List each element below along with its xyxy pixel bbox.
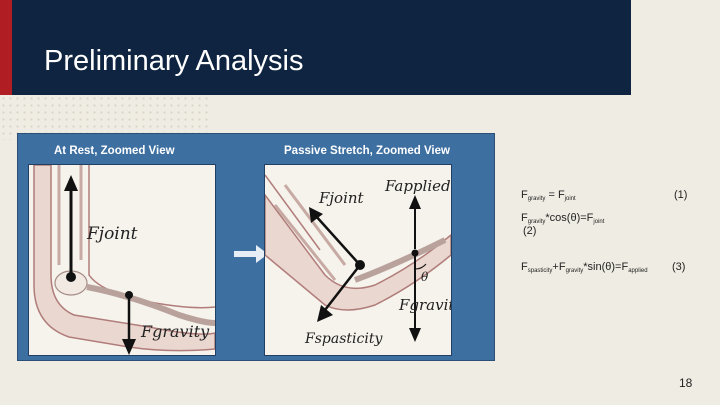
- theta-label: θ: [421, 270, 429, 284]
- equation-2-number: (2): [523, 225, 537, 237]
- foot-outline: [33, 165, 215, 352]
- title-bar: [12, 0, 631, 95]
- joint-force-arrow-right: [314, 214, 361, 266]
- joint-point: [66, 272, 76, 282]
- metatarsal-bones: [86, 284, 215, 326]
- page-number: 18: [679, 376, 693, 390]
- stretched-shin-contour: [265, 174, 321, 251]
- equation-1-number: (1): [674, 189, 688, 201]
- gravity-force-arrowhead: [122, 339, 136, 355]
- equation-3: Fspasticity+Fgravity*sin(θ)=Fapplied: [521, 261, 648, 274]
- stretched-tibia-bone: [273, 184, 347, 281]
- right-panel-title: Passive Stretch, Zoomed View: [284, 145, 450, 157]
- theta-angle-arc: [414, 263, 427, 270]
- center-of-mass-point-right: [411, 249, 419, 257]
- decorative-dot-pattern: [0, 95, 210, 140]
- applied-force-arrowhead: [409, 195, 421, 209]
- tibia-bone: [57, 165, 83, 265]
- figure: At Rest, Zoomed View Passive Stretch, Zo…: [17, 133, 495, 361]
- center-of-mass-point: [125, 291, 133, 299]
- equation-1: Fgravity = Fjoint: [521, 189, 576, 202]
- gravity-force-arrowhead-right: [409, 328, 421, 342]
- f-joint-label-left: Fjoint: [86, 224, 138, 244]
- f-gravity-label-right: Fgravity: [398, 296, 451, 314]
- joint-force-arrowhead-right: [309, 207, 323, 223]
- spasticity-force-arrow: [324, 264, 361, 311]
- accent-stripe: [0, 0, 12, 95]
- transition-arrow-icon: [234, 245, 268, 263]
- passive-stretch-panel: θ Fjoint Fapplied Fgravity Fspasticity: [264, 164, 452, 356]
- f-joint-label-right: Fjoint: [318, 189, 365, 207]
- f-applied-label: Fapplied: [384, 177, 451, 195]
- spasticity-force-arrowhead: [317, 305, 333, 322]
- stretched-metatarsal-bones: [353, 237, 447, 283]
- equation-2: Fgravity*cos(θ)=Fjoint: [521, 212, 605, 225]
- f-spasticity-label: Fspasticity: [304, 331, 383, 347]
- at-rest-panel: Fjoint Fgravity: [28, 164, 216, 356]
- equation-3-number: (3): [672, 261, 686, 273]
- joint-point-right: [355, 260, 365, 270]
- left-panel-title: At Rest, Zoomed View: [54, 145, 175, 157]
- f-gravity-label-left: Fgravity: [140, 322, 210, 341]
- slide-title: Preliminary Analysis: [44, 45, 304, 77]
- stretched-foot-outline: [265, 193, 451, 311]
- joint-force-arrowhead: [64, 175, 78, 191]
